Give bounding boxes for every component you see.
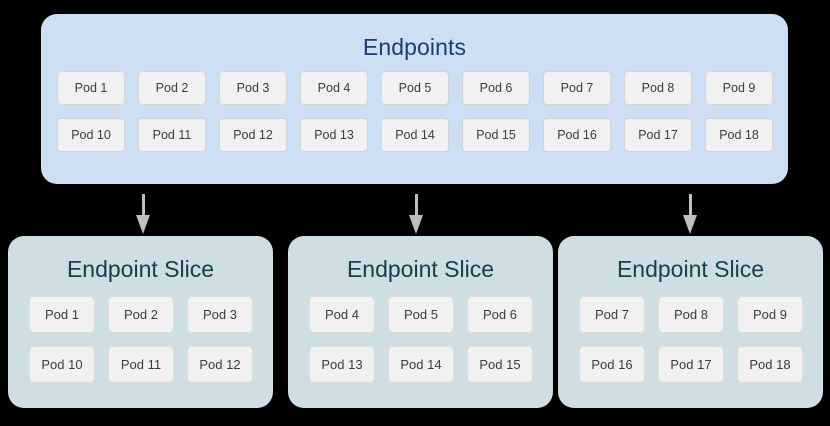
endpoint-slice-pod-grid: Pod 7 Pod 8 Pod 9 Pod 16 Pod 17 Pod 18: [579, 296, 803, 383]
arrow-down-icon: [135, 194, 151, 234]
pod-chip[interactable]: Pod 3: [187, 296, 253, 333]
endpoint-slice-title: Endpoint Slice: [66, 256, 215, 282]
endpoint-slice-pod-row: Pod 4 Pod 5 Pod 6: [309, 296, 533, 333]
arrow-head: [136, 215, 150, 234]
endpoint-slice-pod-row: Pod 7 Pod 8 Pod 9: [579, 296, 803, 333]
arrow-shaft: [689, 194, 692, 218]
pod-chip[interactable]: Pod 9: [705, 71, 773, 105]
endpoint-slice-title: Endpoint Slice: [346, 256, 495, 282]
pod-chip[interactable]: Pod 8: [624, 71, 692, 105]
pod-chip[interactable]: Pod 2: [138, 71, 206, 105]
pod-chip[interactable]: Pod 11: [108, 346, 174, 383]
endpoints-title: Endpoints: [362, 34, 467, 60]
pod-chip[interactable]: Pod 14: [381, 118, 449, 152]
arrow-head: [683, 215, 697, 234]
pod-chip[interactable]: Pod 16: [543, 118, 611, 152]
endpoints-box: Endpoints Pod 1 Pod 2 Pod 3 Pod 4 Pod 5 …: [41, 14, 788, 184]
endpoints-pod-grid: Pod 1 Pod 2 Pod 3 Pod 4 Pod 5 Pod 6 Pod …: [57, 71, 773, 152]
pod-chip[interactable]: Pod 5: [381, 71, 449, 105]
pod-chip[interactable]: Pod 17: [658, 346, 724, 383]
endpoint-slice-pod-row: Pod 10 Pod 11 Pod 12: [29, 346, 253, 383]
pod-chip[interactable]: Pod 11: [138, 118, 206, 152]
pod-chip[interactable]: Pod 4: [309, 296, 375, 333]
endpoint-slice-box: Endpoint Slice Pod 7 Pod 8 Pod 9 Pod 16 …: [558, 236, 823, 408]
pod-chip[interactable]: Pod 15: [462, 118, 530, 152]
pod-chip[interactable]: Pod 2: [108, 296, 174, 333]
endpoints-pod-row: Pod 1 Pod 2 Pod 3 Pod 4 Pod 5 Pod 6 Pod …: [57, 71, 773, 105]
endpoint-slice-box: Endpoint Slice Pod 4 Pod 5 Pod 6 Pod 13 …: [288, 236, 553, 408]
endpoint-slice-pod-grid: Pod 4 Pod 5 Pod 6 Pod 13 Pod 14 Pod 15: [309, 296, 533, 383]
pod-chip[interactable]: Pod 17: [624, 118, 692, 152]
pod-chip[interactable]: Pod 18: [737, 346, 803, 383]
pod-chip[interactable]: Pod 15: [467, 346, 533, 383]
endpoint-slice-box: Endpoint Slice Pod 1 Pod 2 Pod 3 Pod 10 …: [8, 236, 273, 408]
pod-chip[interactable]: Pod 1: [57, 71, 125, 105]
endpoint-slice-title: Endpoint Slice: [616, 256, 765, 282]
pod-chip[interactable]: Pod 9: [737, 296, 803, 333]
pod-chip[interactable]: Pod 6: [462, 71, 530, 105]
pod-chip[interactable]: Pod 12: [219, 118, 287, 152]
pod-chip[interactable]: Pod 10: [57, 118, 125, 152]
pod-chip[interactable]: Pod 5: [388, 296, 454, 333]
pod-chip[interactable]: Pod 1: [29, 296, 95, 333]
endpoint-slice-pod-row: Pod 13 Pod 14 Pod 15: [309, 346, 533, 383]
arrow-down-icon: [682, 194, 698, 234]
endpoint-slice-pod-row: Pod 16 Pod 17 Pod 18: [579, 346, 803, 383]
endpoint-slice-pod-row: Pod 1 Pod 2 Pod 3: [29, 296, 253, 333]
arrow-shaft: [142, 194, 145, 218]
pod-chip[interactable]: Pod 16: [579, 346, 645, 383]
pod-chip[interactable]: Pod 7: [543, 71, 611, 105]
endpoint-slice-pod-grid: Pod 1 Pod 2 Pod 3 Pod 10 Pod 11 Pod 12: [29, 296, 253, 383]
arrow-shaft: [415, 194, 418, 218]
pod-chip[interactable]: Pod 7: [579, 296, 645, 333]
endpoints-pod-row: Pod 10 Pod 11 Pod 12 Pod 13 Pod 14 Pod 1…: [57, 118, 773, 152]
pod-chip[interactable]: Pod 4: [300, 71, 368, 105]
pod-chip[interactable]: Pod 6: [467, 296, 533, 333]
pod-chip[interactable]: Pod 3: [219, 71, 287, 105]
pod-chip[interactable]: Pod 13: [309, 346, 375, 383]
pod-chip[interactable]: Pod 10: [29, 346, 95, 383]
pod-chip[interactable]: Pod 13: [300, 118, 368, 152]
pod-chip[interactable]: Pod 8: [658, 296, 724, 333]
pod-chip[interactable]: Pod 12: [187, 346, 253, 383]
pod-chip[interactable]: Pod 18: [705, 118, 773, 152]
pod-chip[interactable]: Pod 14: [388, 346, 454, 383]
arrow-head: [409, 215, 423, 234]
arrow-down-icon: [408, 194, 424, 234]
